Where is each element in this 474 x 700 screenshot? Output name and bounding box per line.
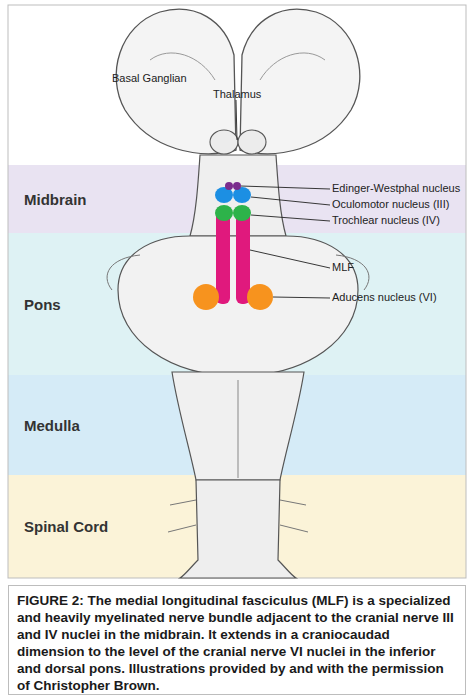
leader-line — [251, 197, 330, 205]
midline — [238, 380, 239, 478]
figure-frame — [8, 5, 466, 578]
region-label: Midbrain — [24, 191, 87, 208]
spinal-cord-shape — [180, 480, 296, 578]
region-label: Spinal Cord — [24, 518, 108, 535]
anatomy-label: Thalamus — [213, 88, 261, 100]
trochlear-nucleus — [215, 205, 233, 221]
region-label: Medulla — [24, 417, 80, 434]
region-label: Pons — [24, 296, 61, 313]
figure-caption: FIGURE 2: The medial longitudinal fascic… — [8, 585, 466, 695]
leader-line — [251, 215, 330, 221]
thalamus-shape — [210, 130, 238, 154]
leader-line — [236, 100, 237, 140]
anatomy-label: Aducens nucleus (VI) — [332, 291, 437, 303]
medulla-shape — [172, 372, 304, 480]
trochlear-nucleus — [233, 205, 251, 221]
abducens-nucleus — [247, 284, 273, 310]
anatomy-label: MLF — [332, 261, 354, 273]
leader-line — [273, 297, 330, 298]
anatomy-label: Oculomotor nucleus (III) — [332, 198, 449, 210]
thalamus-shape — [238, 130, 266, 154]
abducens-nucleus — [193, 284, 219, 310]
leader-line — [250, 250, 330, 268]
anatomy-label: Edinger-Westphal nucleus — [332, 182, 460, 194]
edinger-westphal-nucleus — [233, 182, 241, 190]
leader-line — [241, 186, 330, 189]
edinger-westphal-nucleus — [225, 182, 233, 190]
anatomy-label: Trochlear nucleus (IV) — [332, 214, 440, 226]
anatomy-label: Basal Ganglian — [112, 72, 187, 84]
nerve-root — [168, 500, 308, 532]
